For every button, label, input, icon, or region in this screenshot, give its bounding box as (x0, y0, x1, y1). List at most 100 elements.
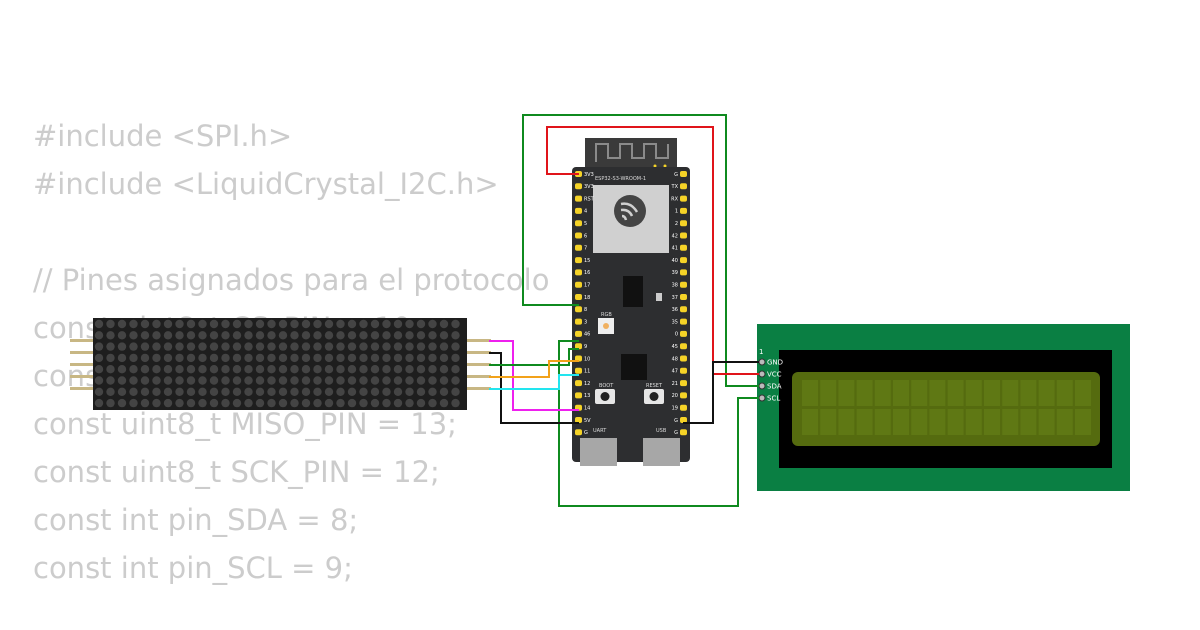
esp32-pin[interactable] (575, 417, 582, 423)
matrix-led (106, 331, 115, 340)
lcd-pin[interactable] (758, 382, 766, 390)
esp32-pin[interactable] (680, 269, 687, 276)
matrix-led (439, 398, 449, 408)
matrix-led (152, 387, 161, 396)
esp32-pin[interactable] (575, 220, 582, 227)
esp32-pin[interactable] (680, 171, 687, 177)
matrix-led (451, 365, 460, 374)
lcd-cell (802, 409, 818, 435)
matrix-led (198, 376, 207, 385)
esp32-pin[interactable] (575, 183, 582, 190)
matrix-led (163, 353, 173, 363)
esp32-pin[interactable] (680, 306, 687, 313)
esp32-pin[interactable] (680, 207, 687, 214)
esp32-pin[interactable] (680, 318, 687, 325)
esp32-pin[interactable] (680, 294, 687, 300)
esp32-pin-label: 3V3 (584, 172, 594, 178)
matrix-led (94, 376, 104, 385)
led-matrix[interactable] (70, 318, 491, 410)
esp32-pin[interactable] (575, 257, 582, 264)
matrix-led (129, 319, 138, 329)
wire-lcd-scl-green (558, 340, 759, 507)
matrix-led (451, 331, 460, 340)
code-line: const uint8_t SCK_PIN = 12; (33, 455, 440, 489)
lcd-cell (965, 409, 982, 435)
esp32-pin[interactable] (575, 318, 582, 325)
matrix-led (244, 398, 253, 408)
esp32-pin[interactable] (680, 380, 687, 387)
matrix-led (439, 331, 449, 340)
matrix-led (186, 365, 196, 374)
lcd-pin[interactable] (758, 358, 766, 366)
matrix-led (278, 387, 288, 396)
esp32-pin[interactable] (575, 330, 582, 337)
matrix-led (106, 353, 115, 363)
matrix-led (359, 331, 368, 340)
reset-label: RESET (646, 383, 663, 389)
matrix-led (244, 353, 253, 363)
matrix-led (175, 398, 184, 408)
esp32-pin[interactable] (575, 429, 582, 436)
esp32-pin[interactable] (575, 343, 582, 350)
esp32-pin-label: 40 (672, 258, 678, 264)
esp32-pin[interactable] (575, 232, 582, 239)
matrix-led (301, 376, 311, 385)
matrix-led (186, 342, 196, 351)
matrix-led (393, 398, 403, 408)
matrix-led (267, 365, 276, 374)
esp32-pin[interactable] (575, 306, 582, 313)
esp32-pin[interactable] (680, 404, 687, 411)
esp32-pin[interactable] (575, 244, 582, 251)
esp32-pin-label: G (674, 418, 678, 424)
esp32-pin[interactable] (680, 220, 687, 227)
esp32-pin-label: G (584, 430, 588, 436)
matrix-led (152, 365, 161, 374)
esp32-pin[interactable] (575, 392, 582, 399)
matrix-led (370, 387, 380, 396)
matrix-led (244, 342, 253, 351)
esp32-pin[interactable] (575, 207, 582, 214)
matrix-led (324, 353, 334, 363)
esp32-pin[interactable] (680, 330, 687, 337)
esp32-pin[interactable] (680, 183, 687, 190)
esp32-pin[interactable] (575, 294, 582, 300)
esp32-pin[interactable] (575, 281, 582, 288)
esp32-pin-label: 21 (672, 381, 678, 387)
esp32-pin-label: 1 (675, 209, 678, 215)
esp32-pin[interactable] (575, 195, 582, 202)
matrix-led (106, 398, 115, 408)
matrix-led (370, 398, 380, 408)
esp32-pin[interactable] (680, 195, 687, 202)
esp32-pin[interactable] (680, 367, 687, 374)
esp32-pin[interactable] (680, 257, 687, 264)
esp32-pin[interactable] (680, 392, 687, 399)
matrix-led (232, 342, 242, 351)
matrix-led (117, 353, 127, 363)
matrix-led (278, 342, 288, 351)
esp32-pin[interactable] (680, 244, 687, 251)
esp32-pin[interactable] (575, 269, 582, 276)
esp32-pin[interactable] (575, 367, 582, 374)
lcd-pin[interactable] (758, 370, 766, 378)
esp32-s3-board[interactable]: ESP32-S3-WROOM-1 RGB BOOT RESET UART USB… (572, 138, 690, 466)
matrix-led (416, 342, 426, 351)
matrix-led (140, 398, 150, 408)
matrix-led (382, 353, 391, 363)
matrix-led (94, 387, 104, 396)
esp32-pin[interactable] (680, 429, 687, 436)
chip-small (623, 276, 643, 307)
esp32-pin-label: 8 (584, 307, 587, 313)
esp32-pin[interactable] (680, 355, 687, 362)
esp32-pin[interactable] (680, 232, 687, 239)
esp32-pin[interactable] (575, 380, 582, 387)
matrix-led (94, 353, 104, 363)
esp32-pin[interactable] (680, 343, 687, 350)
matrix-led (324, 365, 334, 374)
matrix-led (324, 387, 334, 396)
matrix-led (106, 387, 115, 396)
lcd-pin[interactable] (758, 394, 766, 402)
esp32-pin[interactable] (680, 417, 687, 423)
esp32-pin-label: 11 (584, 369, 590, 375)
esp32-pin[interactable] (680, 281, 687, 288)
